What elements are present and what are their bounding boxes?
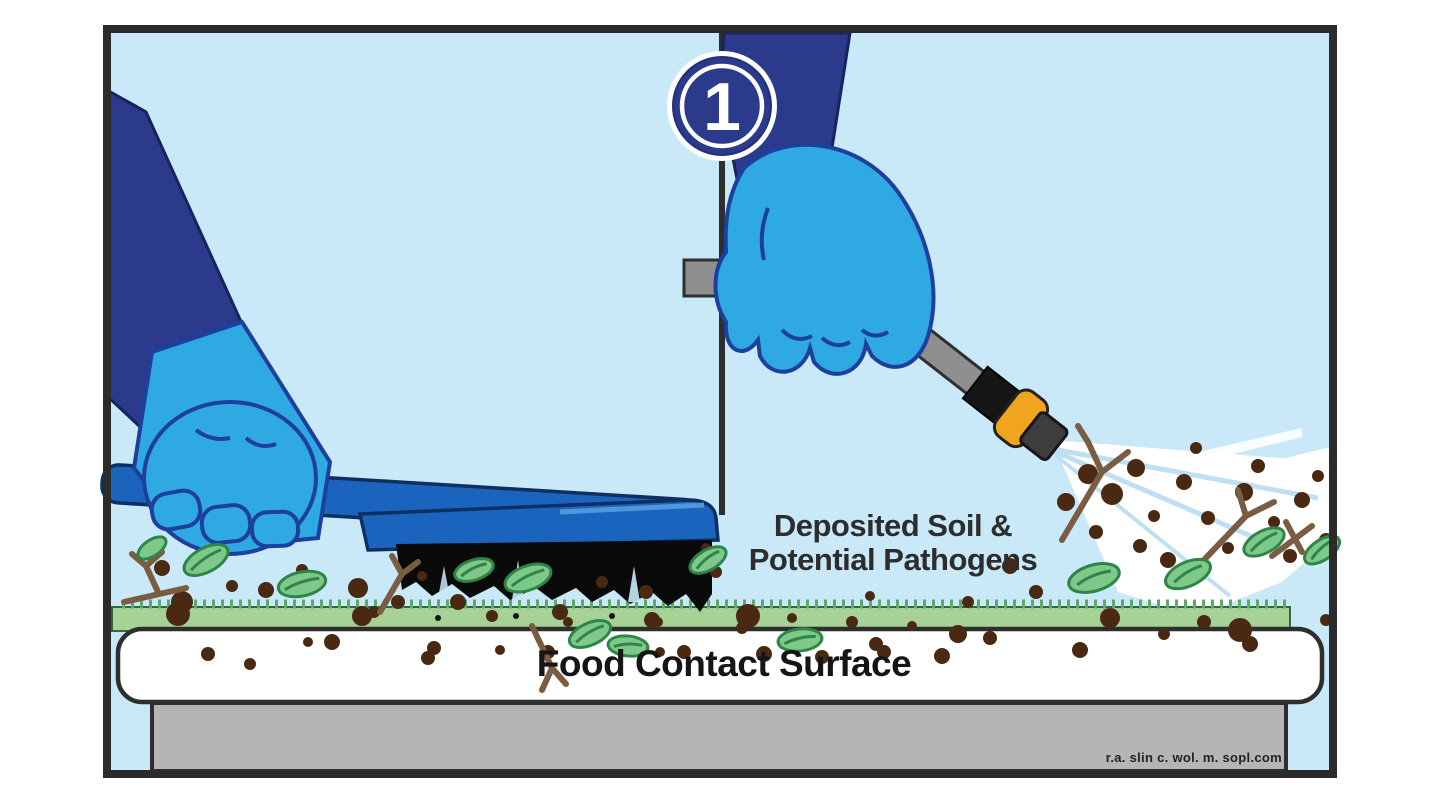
surface-label: Food Contact Surface xyxy=(537,643,911,684)
left-arm xyxy=(105,87,333,556)
nozzle-tip xyxy=(1019,411,1069,462)
brush-head xyxy=(357,498,720,552)
step-badge: 1 xyxy=(667,51,777,161)
soil-label-line2: Potential Pathogens xyxy=(749,542,1037,577)
table-base xyxy=(150,701,1288,773)
credit-line: r.a. slin c. wol. m. sopl.com xyxy=(1106,750,1282,765)
soil-label-line1: Deposited Soil & xyxy=(774,508,1012,543)
leaves xyxy=(136,526,1341,658)
step-number: 1 xyxy=(703,69,741,145)
twigs xyxy=(121,423,1315,693)
left-glove-fingers xyxy=(149,428,301,549)
right-glove xyxy=(713,142,936,376)
frame-border xyxy=(103,25,1337,778)
dirt-particles xyxy=(154,442,1333,670)
